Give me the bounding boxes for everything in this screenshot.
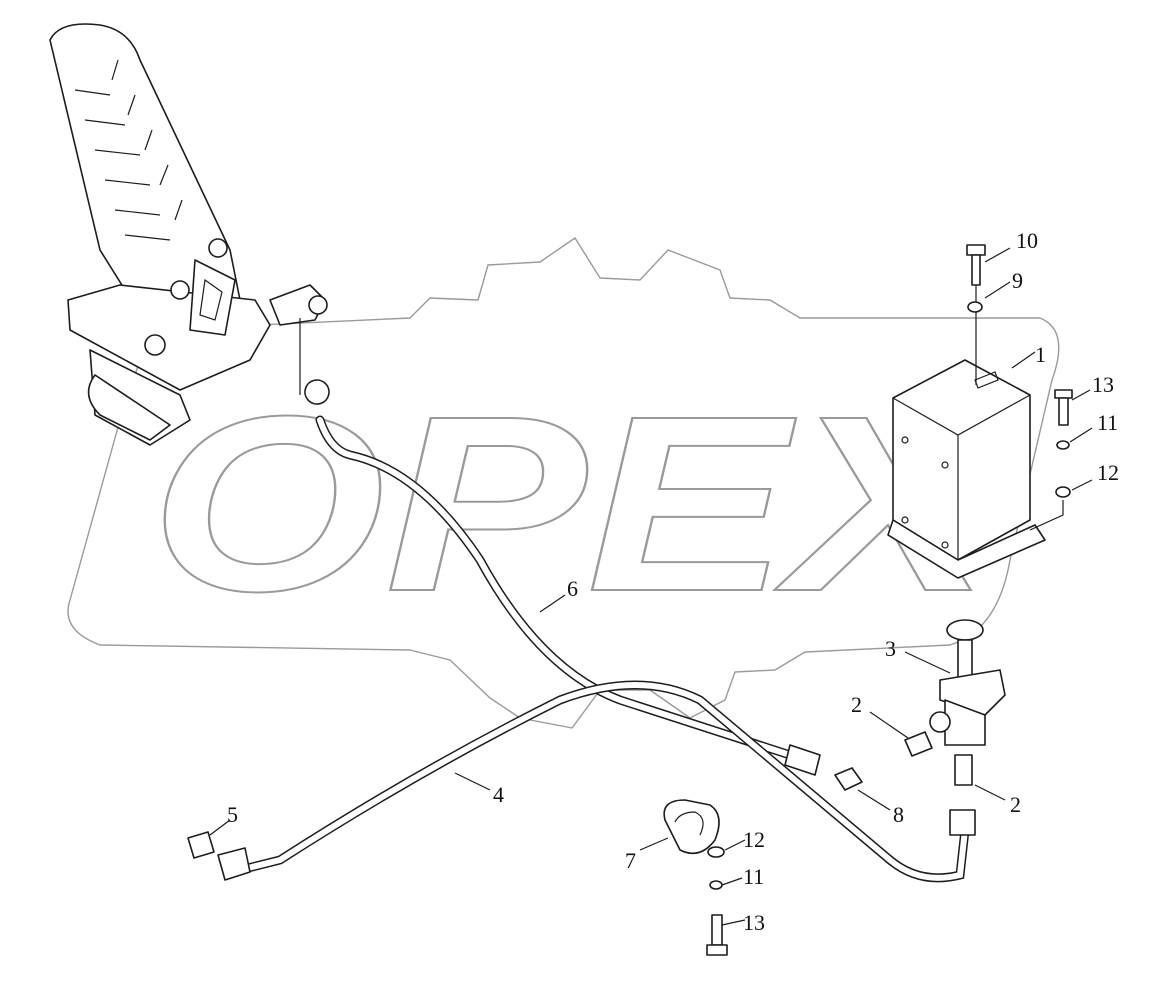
callout-11-right: 11 — [1097, 410, 1118, 435]
callout-4: 4 — [493, 782, 504, 807]
elbow-8 — [834, 767, 863, 791]
bolt-13-right — [1029, 389, 1073, 531]
callout-7: 7 — [625, 848, 636, 873]
callout-1: 1 — [1035, 342, 1046, 367]
leader-lines — [209, 247, 1093, 926]
fitting-2-upper — [904, 731, 933, 757]
hand-valve — [929, 619, 1006, 746]
fitting-5 — [187, 831, 215, 859]
clamp-7 — [663, 799, 720, 855]
callout-9: 9 — [1012, 268, 1023, 293]
hose-4 — [217, 680, 976, 883]
mounting-bracket — [887, 359, 1046, 579]
callout-12-lower: 12 — [743, 827, 765, 852]
callout-13-lower: 13 — [743, 910, 765, 935]
brake-pedal-valve — [49, 23, 328, 446]
callout-11-lower: 11 — [743, 864, 764, 889]
callout-6: 6 — [567, 576, 578, 601]
callout-13-right: 13 — [1092, 372, 1114, 397]
fitting-2-lower — [954, 754, 973, 786]
callout-3: 3 — [885, 636, 896, 661]
callout-5: 5 — [227, 802, 238, 827]
callout-2-upper: 2 — [851, 692, 862, 717]
callout-12-right: 12 — [1097, 460, 1119, 485]
watermark-gear-outline — [67, 237, 1060, 729]
callout-10: 10 — [1016, 228, 1038, 253]
callout-2-lower: 2 — [1010, 792, 1021, 817]
callout-labels: 1 2 2 3 4 5 6 7 8 9 10 11 11 12 12 13 13 — [227, 228, 1119, 935]
hose-6 — [299, 318, 821, 776]
callout-8: 8 — [893, 802, 904, 827]
bolt-13-lower — [706, 846, 728, 956]
watermark-text: OPEX — [150, 364, 1006, 643]
washer-9 — [967, 301, 983, 313]
watermark: OPEX — [67, 237, 1060, 729]
